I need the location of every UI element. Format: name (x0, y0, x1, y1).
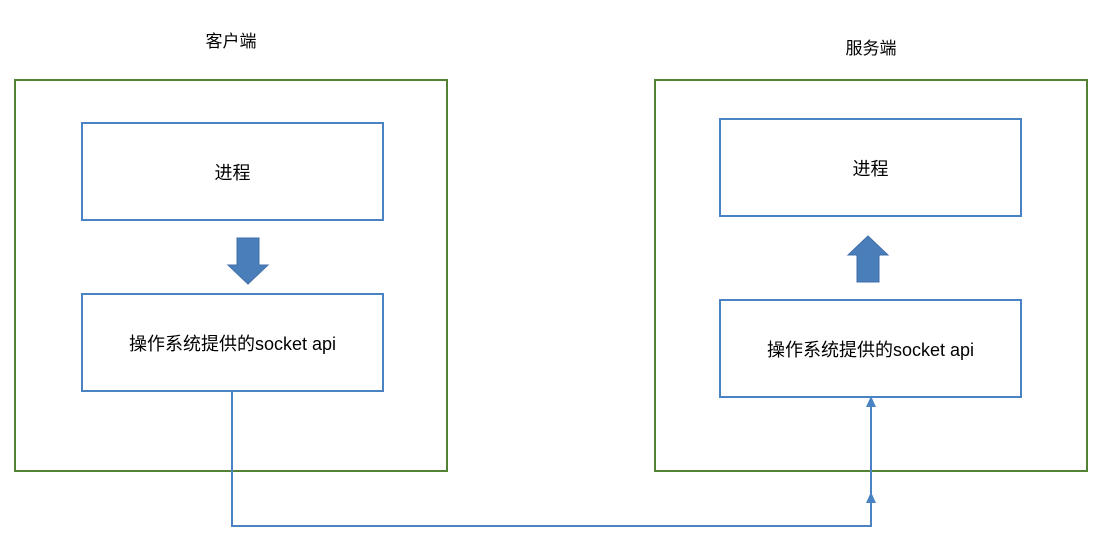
client-process-box: 进程 (81, 122, 384, 221)
client-socket-box: 操作系统提供的socket api (81, 293, 384, 392)
server-process-label: 进程 (852, 158, 889, 179)
server-caption: 服务端 (845, 39, 897, 58)
client-process-label: 进程 (214, 162, 251, 183)
server-socket-label: 操作系统提供的socket api (766, 339, 975, 360)
server-process-box: 进程 (719, 118, 1022, 217)
server-socket-box: 操作系统提供的socket api (719, 299, 1022, 398)
client-caption: 客户端 (205, 32, 257, 51)
client-socket-label: 操作系统提供的socket api (128, 333, 337, 354)
